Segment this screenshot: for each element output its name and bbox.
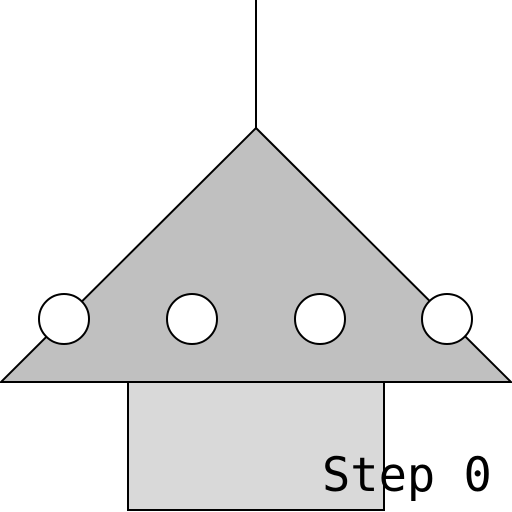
light-1 <box>38 293 90 345</box>
base-block <box>127 381 385 511</box>
light-3 <box>294 293 346 345</box>
step-counter: Step 0 <box>322 448 492 503</box>
light-4 <box>421 293 473 345</box>
lamp-shade <box>0 126 512 383</box>
light-2 <box>166 293 218 345</box>
